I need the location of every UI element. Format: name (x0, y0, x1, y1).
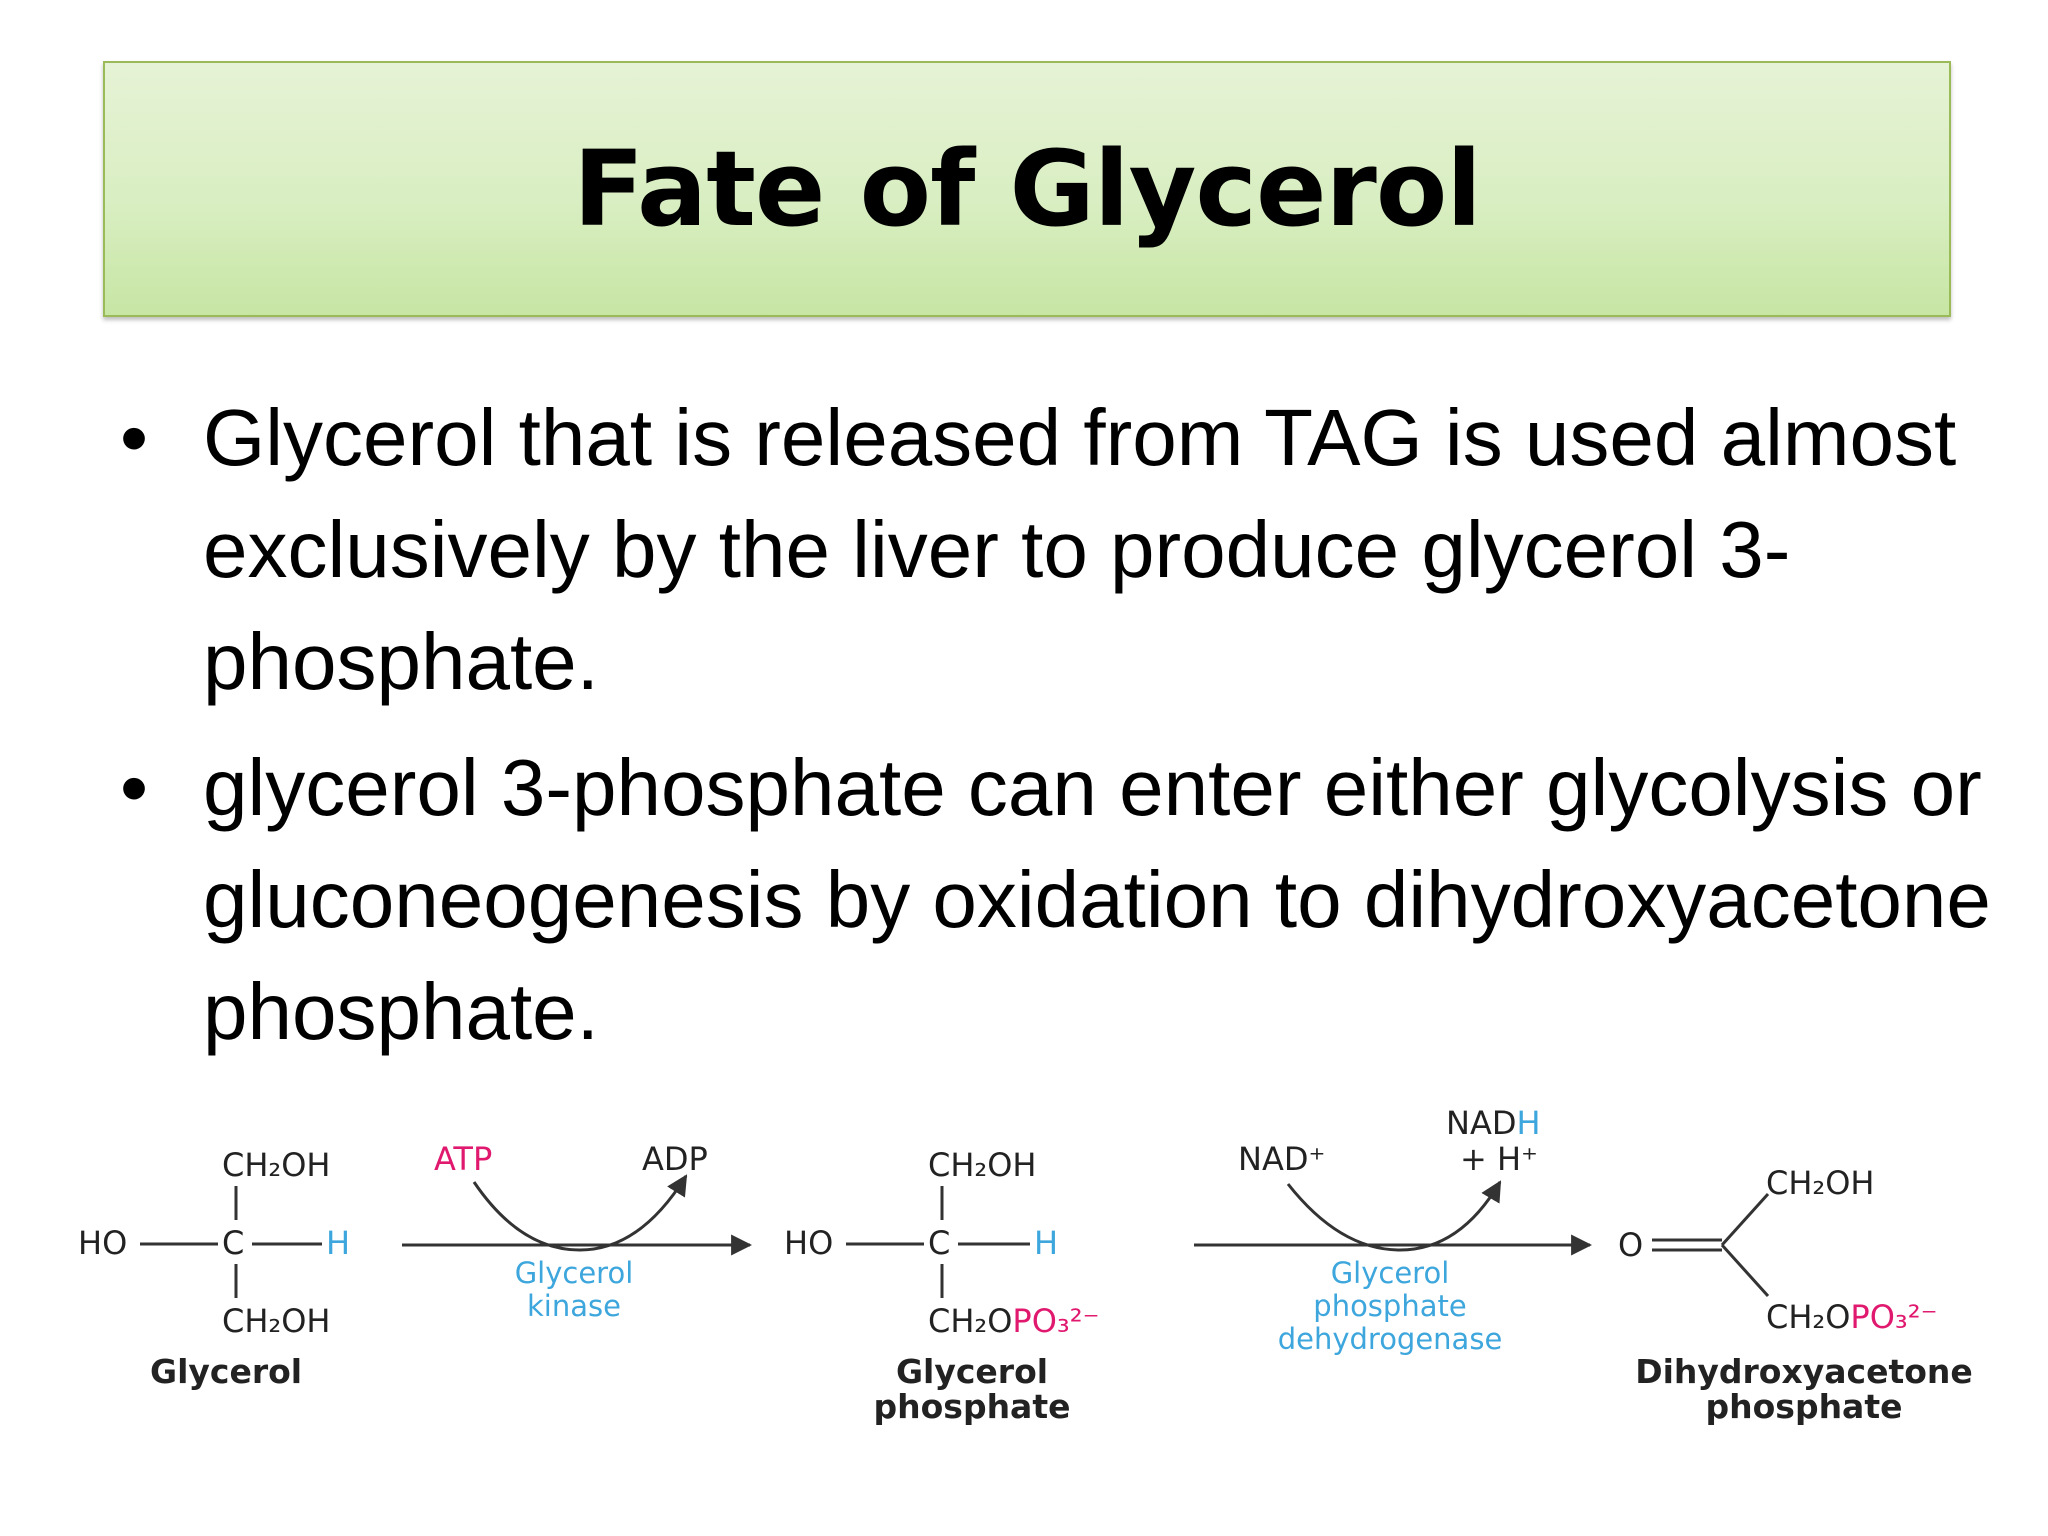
glycerol-kinase-step: ATP ADP Glycerol kinase (402, 1140, 753, 1323)
glycerol-pathway-diagram: CH₂OH HO C H CH₂OH Glycerol ATP ADP Glyc… (78, 1104, 1973, 1426)
gp-hydrogen: H (1034, 1224, 1058, 1262)
gp-ho: HO (784, 1224, 833, 1262)
cofactor-arrow (1286, 1180, 1502, 1252)
title-banner: Fate of Glycerol (103, 61, 1951, 317)
glycerol-bottom-group: CH₂OH (222, 1302, 330, 1340)
glycerol-label: Glycerol (150, 1352, 302, 1391)
glycerol-top-group: CH₂OH (222, 1146, 330, 1184)
dhap-structure: O CH₂OH CH₂OPO₃²⁻ Dihydroxyacetone phosp… (1618, 1164, 1973, 1426)
glycerol-phosphate-structure: CH₂OH HO C H CH₂OPO₃²⁻ Glycerol phosphat… (784, 1146, 1099, 1426)
gp-carbon: C (928, 1224, 950, 1262)
gp-label: Glycerol (896, 1352, 1048, 1391)
gp-top-group: CH₂OH (928, 1146, 1036, 1184)
glycerol-structure: CH₂OH HO C H CH₂OH Glycerol (78, 1146, 350, 1391)
cofactor-arrow (472, 1174, 688, 1252)
dhap-label: phosphate (1706, 1387, 1903, 1426)
slide-title: Fate of Glycerol (573, 128, 1482, 250)
nad-label: NAD⁺ (1238, 1140, 1325, 1178)
enzyme-name: kinase (527, 1289, 621, 1323)
dhap-top-group: CH₂OH (1766, 1164, 1874, 1202)
nadh-label: NADH (1446, 1104, 1541, 1142)
glycerol-carbon: C (222, 1224, 244, 1262)
bond (1720, 1192, 1770, 1247)
gp-bottom-group: CH₂OPO₃²⁻ (928, 1302, 1099, 1340)
glycerol-hydrogen: H (326, 1224, 350, 1262)
bullet-text: Glycerol that is released from TAG is us… (203, 393, 1957, 706)
gp-dehydrogenase-step: NAD⁺ NADH + H⁺ Glycerol phosphate dehydr… (1194, 1104, 1593, 1356)
bullet-item: • glycerol 3-phosphate can enter either … (115, 732, 1995, 1068)
proton-label: + H⁺ (1460, 1140, 1538, 1178)
enzyme-name: Glycerol (515, 1256, 634, 1290)
enzyme-name: Glycerol (1331, 1256, 1450, 1290)
adp-label: ADP (642, 1140, 708, 1178)
bullet-marker: • (120, 743, 149, 832)
atp-label: ATP (434, 1140, 492, 1178)
bullet-text: glycerol 3-phosphate can enter either gl… (203, 743, 1991, 1056)
gp-label: phosphate (874, 1387, 1071, 1426)
dhap-oxygen: O (1618, 1226, 1643, 1264)
bullet-list: • Glycerol that is released from TAG is … (115, 382, 1995, 1082)
enzyme-name: phosphate (1313, 1289, 1466, 1323)
bond (1720, 1243, 1770, 1298)
enzyme-name: dehydrogenase (1278, 1322, 1503, 1356)
dhap-label: Dihydroxyacetone (1635, 1352, 1973, 1391)
dhap-bottom-group: CH₂OPO₃²⁻ (1766, 1298, 1937, 1336)
bullet-marker: • (120, 393, 149, 482)
glycerol-ho: HO (78, 1224, 127, 1262)
bullet-item: • Glycerol that is released from TAG is … (115, 382, 1995, 718)
